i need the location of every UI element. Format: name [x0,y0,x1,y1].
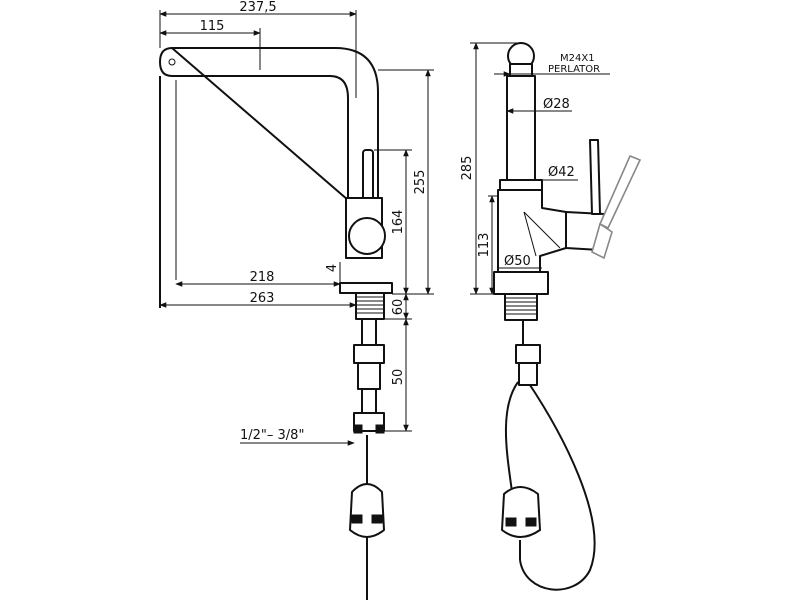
dim-113: 113 [477,233,492,258]
weight-clip-r [371,514,383,524]
hose-loop [519,320,596,591]
dim-255: 255 [413,170,428,195]
dim-218: 218 [250,270,275,285]
pipe-size-label: 1/2"– 3/8" [240,428,304,443]
base-plate [339,282,393,294]
base-plate-front [493,271,549,295]
dim-164: 164 [391,210,406,235]
body-detail [523,211,537,257]
hose-fitting-upper [353,344,385,364]
dim-diameter-42: Ø42 [548,165,575,180]
handle-alt-position [598,154,642,230]
dim-263: 263 [250,291,275,306]
hose-weight-front [501,486,541,538]
spout-arm [159,47,379,201]
weight-clip-l [351,514,363,524]
shank-threads [356,296,384,314]
hose-fitting-front [515,344,541,364]
hose-loop-outer [504,381,519,493]
weight-clip-front-l [505,517,517,527]
hose-fitting-front-mid [518,362,538,386]
dim-diameter-50: Ø50 [504,254,531,269]
body-knob [348,217,386,255]
fitting-nut-l [353,424,363,434]
dim-60: 60 [391,299,406,316]
perlator-label: PERLATOR [548,64,600,75]
hose-weight [349,483,385,538]
dim-237: 237,5 [239,0,276,15]
weight-clip-front-r [525,517,537,527]
handle-lever-front [589,139,601,215]
spout-collar [499,179,543,191]
spout-column [506,75,536,181]
dim-50-vertical: 50 [391,369,406,386]
thread-label: M24X1 [560,53,595,64]
dim-4: 4 [325,264,340,272]
fitting-nut-r [375,424,385,434]
dim-285: 285 [460,156,475,181]
dim-115: 115 [200,19,225,34]
spout-tip [168,58,176,66]
hose-fitting-mid [357,362,381,390]
shank-threads-front [505,297,537,315]
front-view: 285 113 M24X1 PERLATOR Ø28 Ø42 Ø50 [460,42,642,591]
handle-alt-base [591,222,613,260]
side-view: 237,5 115 255 164 218 4 263 60 50 1 [159,0,434,600]
dim-diameter-28: Ø28 [543,97,570,112]
body-detail [523,211,561,249]
